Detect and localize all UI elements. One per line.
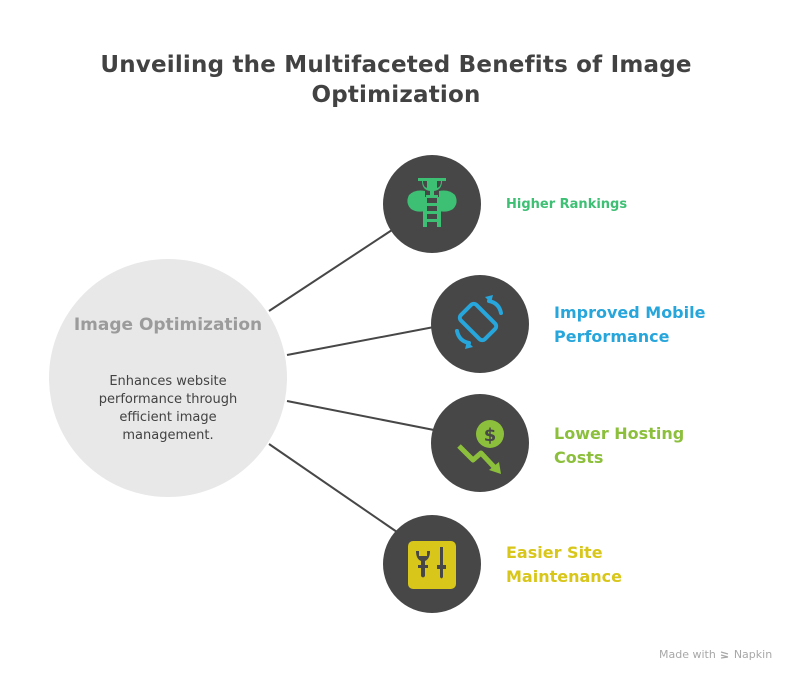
rotate-phone-icon xyxy=(455,295,503,349)
connector-line xyxy=(268,443,398,533)
hub-description: Enhances website performance through eff… xyxy=(98,374,238,443)
node-label-improved-mobile-performance: Improved Mobile Performance xyxy=(554,303,706,346)
wrench-screwdriver-icon xyxy=(408,541,456,589)
napkin-logo-icon xyxy=(720,650,728,659)
node-improved-mobile-performance xyxy=(431,275,529,373)
node-easier-site-maintenance xyxy=(383,515,481,613)
node-label-higher-rankings: Higher Rankings xyxy=(506,197,628,212)
hub-circle: Image Optimization Enhances website perf… xyxy=(49,259,287,497)
svg-text:$: $ xyxy=(484,425,497,446)
node-lower-hosting-costs: $ xyxy=(431,394,529,492)
footer-attribution: Made with Napkin xyxy=(659,648,772,661)
connector-line xyxy=(286,326,435,356)
connector-line xyxy=(268,229,393,312)
trophy-ladder-icon xyxy=(407,178,457,227)
node-higher-rankings xyxy=(383,155,481,253)
hub-title: Image Optimization xyxy=(73,315,263,335)
diagram-title: Unveiling the Multifaceted Benefits of I… xyxy=(100,52,692,108)
connector-line xyxy=(286,400,435,431)
node-label-easier-site-maintenance: Easier Site Maintenance xyxy=(506,543,623,586)
node-label-lower-hosting-costs: Lower Hosting Costs xyxy=(554,424,685,467)
dollar-down-trend-icon: $ xyxy=(457,420,504,474)
footer-made-with: Made with xyxy=(659,648,716,661)
footer-brand: Napkin xyxy=(733,648,773,661)
